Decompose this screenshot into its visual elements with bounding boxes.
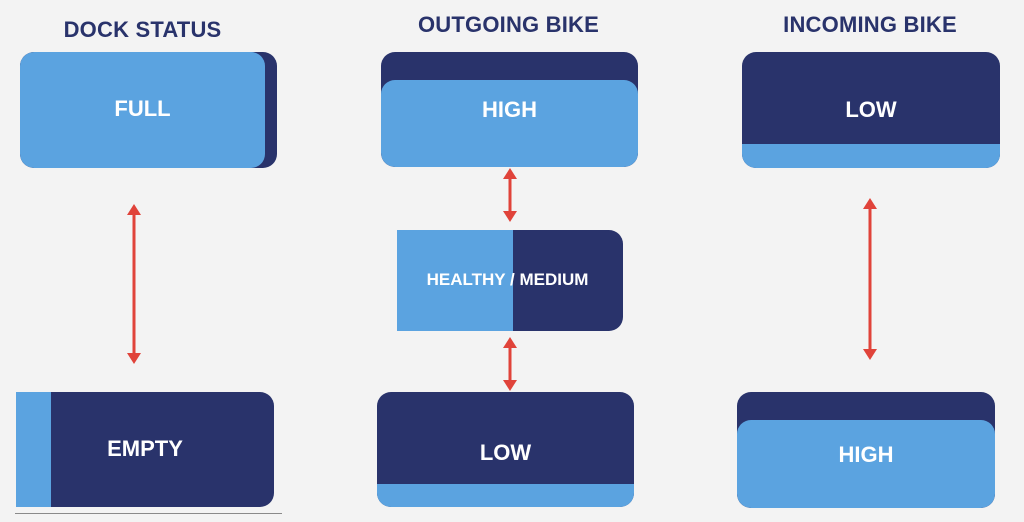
dock-empty-box: EMPTY: [16, 392, 274, 507]
dock-full-box: FULL: [20, 52, 277, 168]
dock-empty-baseline: [15, 513, 282, 514]
incoming-bike-title: INCOMING BIKE: [783, 12, 957, 37]
outgoing-medium-box: HEALTHY / MEDIUM: [397, 230, 623, 331]
outgoing-lower-double-arrow: [503, 337, 517, 391]
incoming-high-label: HIGH: [838, 442, 894, 467]
incoming-low-label: LOW: [845, 97, 897, 122]
outgoing-low-box: LOW: [377, 392, 634, 507]
outgoing-low-label: LOW: [479, 440, 532, 465]
incoming-high-fill: [737, 420, 995, 508]
outgoing-bike-title: OUTGOING BIKE: [417, 12, 600, 37]
dock-status-double-arrow: [127, 204, 141, 364]
dock-full-fill: [20, 52, 265, 168]
outgoing-high-box: HIGH: [381, 52, 638, 167]
incoming-bike-double-arrow: [863, 198, 877, 360]
dock-full-label: FULL: [114, 96, 171, 121]
dock-status-title: DOCK STATUS: [63, 17, 222, 42]
outgoing-upper-double-arrow: [503, 168, 517, 222]
dock-empty-label: EMPTY: [107, 436, 183, 461]
outgoing-high-label: HIGH: [482, 97, 537, 122]
dock-empty-fill: [16, 392, 51, 507]
incoming-low-fill: [742, 144, 1000, 168]
incoming-high-box: HIGH: [737, 392, 995, 508]
incoming-low-box: LOW: [742, 52, 1000, 168]
outgoing-medium-fill: [397, 230, 513, 331]
outgoing-high-fill: [381, 80, 638, 167]
outgoing-medium-label: HEALTHY / MEDIUM: [426, 270, 589, 289]
outgoing-low-fill: [377, 484, 634, 507]
